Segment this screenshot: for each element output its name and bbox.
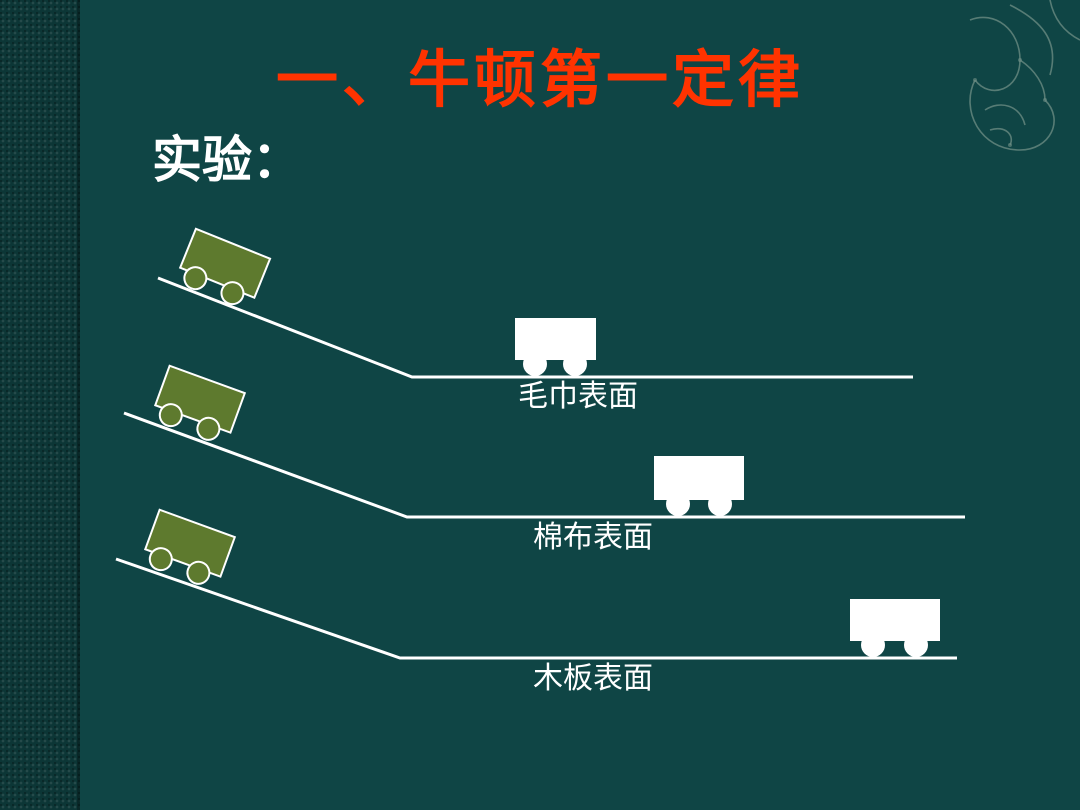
track-towel <box>157 276 913 379</box>
cart-start-wood <box>143 508 237 585</box>
track-wood <box>115 557 957 660</box>
surface-label-cotton: 棉布表面 <box>533 520 653 555</box>
cart-end-towel <box>515 318 596 376</box>
surface-label-wood: 木板表面 <box>533 661 653 696</box>
cart-start-cotton <box>153 364 247 441</box>
slide-subtitle: 实验： <box>152 130 302 189</box>
track-cotton <box>123 411 965 519</box>
cart-end-wood <box>850 599 940 657</box>
butterfly-decoration <box>969 0 1080 151</box>
cart-end-cotton <box>654 456 744 516</box>
surface-label-towel: 毛巾表面 <box>518 379 638 414</box>
left-pattern-band <box>0 0 80 810</box>
cart-start-towel <box>178 227 272 306</box>
slide-title: 一、牛顿第一定律 <box>275 43 804 116</box>
